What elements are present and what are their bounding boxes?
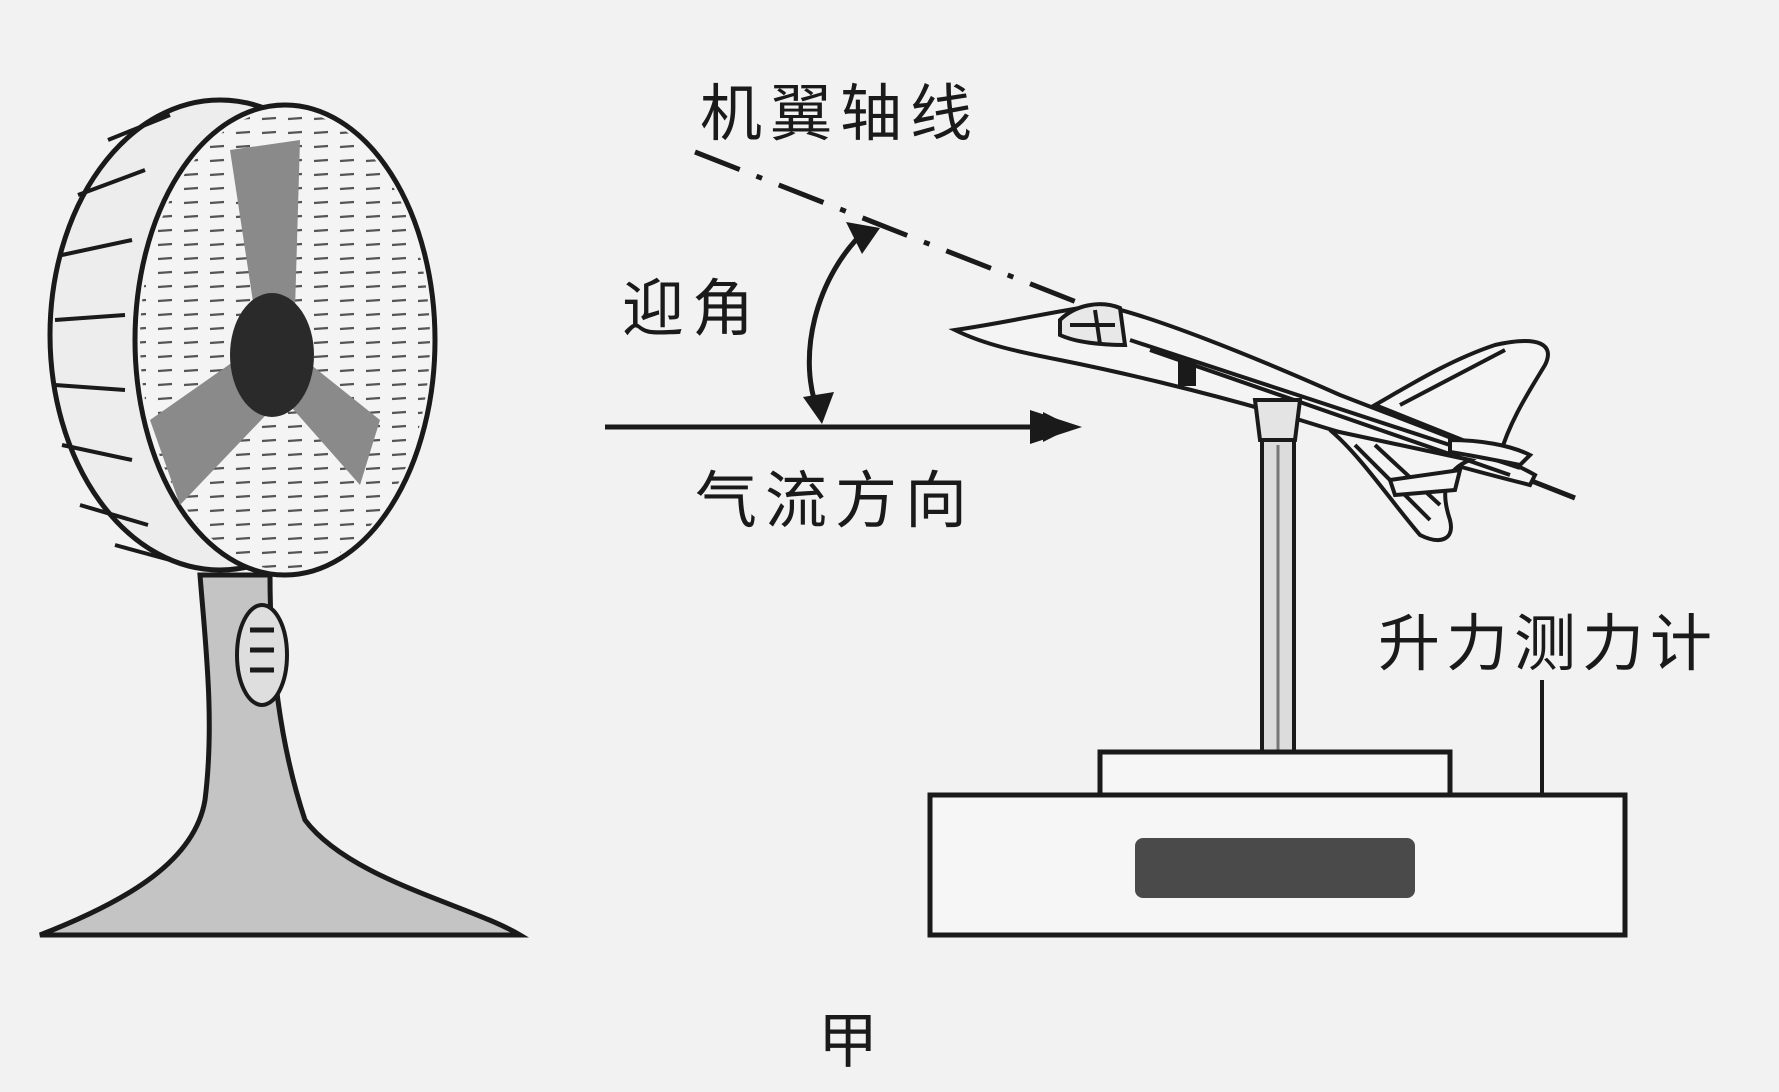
wing-axis-label: 机翼轴线 <box>700 77 980 150</box>
meter-display <box>1135 838 1415 898</box>
lift-force-meter <box>927 680 1628 938</box>
fan-stand <box>39 572 530 938</box>
support-pole <box>1252 398 1303 757</box>
angle-of-attack-label: 迎角 <box>622 272 762 345</box>
meter-top-plate <box>1097 749 1453 800</box>
airplane-model <box>948 302 1550 542</box>
lift-meter-label: 升力测力计 <box>1378 607 1718 680</box>
fan-switch <box>235 603 289 707</box>
airflow-direction-label: 气流方向 <box>695 464 975 537</box>
figure-caption: 甲 <box>818 1007 878 1077</box>
angle-arc <box>806 226 870 418</box>
electric-fan <box>39 97 530 938</box>
fan-hub <box>230 293 314 417</box>
